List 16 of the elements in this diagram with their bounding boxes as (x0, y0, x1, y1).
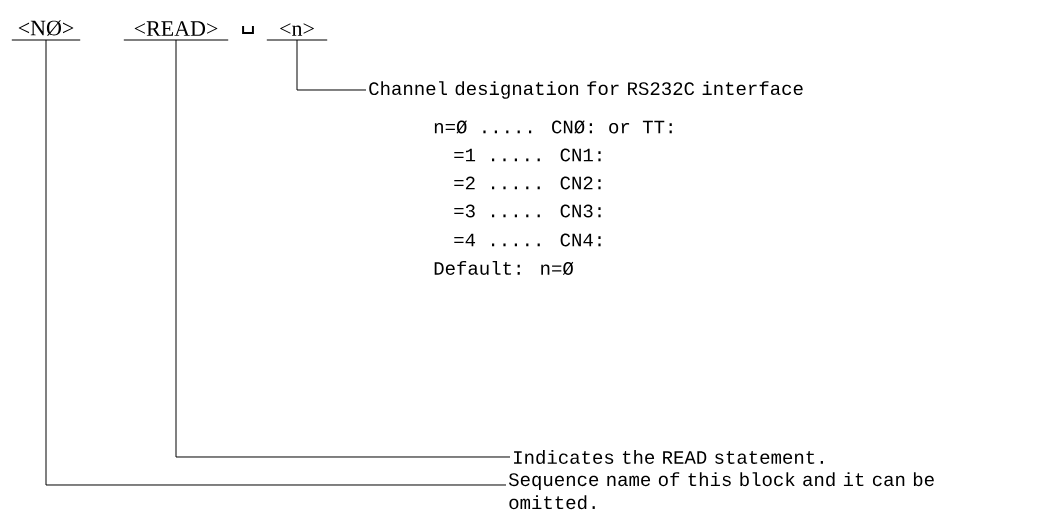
leader-line (175, 39, 511, 458)
underlined-syntax-term: <READ> (123, 21, 229, 41)
table-row: =1 ..... CN1: (454, 148, 601, 162)
underlined-syntax-term: <n> (266, 23, 328, 41)
blank-symbol: ␣ (242, 26, 254, 34)
description-text: Indicates the READ statement. (514, 450, 823, 464)
description-text: Channel designation for RS232C interface (369, 81, 803, 99)
underlined-syntax-term: <NØ> (11, 20, 81, 41)
table-row: Default: n=Ø (434, 260, 574, 276)
table-row: n=Ø ..... CNØ: or TT: (434, 120, 672, 134)
leader-line (296, 39, 367, 91)
table-row: =2 ..... CN2: (454, 176, 601, 190)
description-text: Sequence name of this block and it can be omitted. (508, 472, 934, 510)
table-row: =4 ..... CN4: (454, 233, 601, 247)
table-row: =3 ..... CN3: (454, 204, 601, 218)
leader-line (45, 39, 507, 486)
